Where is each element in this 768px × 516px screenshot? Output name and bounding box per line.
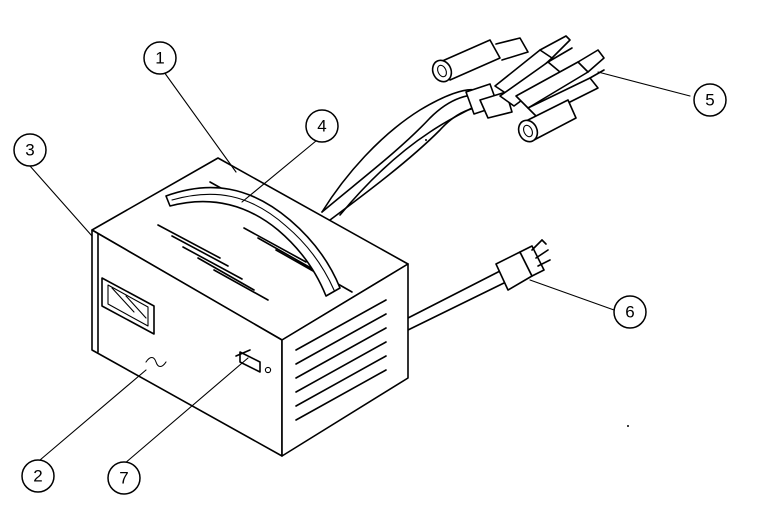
callout-6-label: 6: [625, 303, 634, 322]
callout-4: 4: [305, 109, 339, 143]
leader-lines: [29, 71, 691, 465]
side-vents: [295, 299, 387, 421]
callout-3-label: 3: [25, 141, 34, 160]
clamp-cables: [321, 88, 497, 221]
speck-dot: [627, 425, 629, 427]
battery-clamp-lower: [515, 49, 605, 143]
callout-6: 6: [613, 295, 647, 329]
callout-4-label: 4: [317, 117, 326, 136]
callout-2-label: 2: [33, 467, 42, 486]
callout-1: 1: [143, 41, 177, 75]
ac-symbol: [145, 356, 167, 368]
ammeter: [101, 277, 155, 335]
callout-1-label: 1: [155, 49, 164, 68]
speck-dot: [425, 139, 427, 141]
callout-7-label: 7: [119, 469, 128, 488]
callout-5-label: 5: [705, 91, 714, 110]
callout-5: 5: [693, 83, 727, 117]
callout-3: 3: [13, 133, 47, 167]
power-plug: [495, 239, 551, 291]
carry-handle: [165, 186, 341, 297]
battery-clamp-upper: [431, 35, 573, 107]
callout-2: 2: [21, 459, 55, 493]
power-cord: [407, 269, 507, 331]
cable-boots: [465, 83, 513, 119]
callout-7: 7: [107, 461, 141, 495]
selector-switch: [235, 349, 272, 374]
